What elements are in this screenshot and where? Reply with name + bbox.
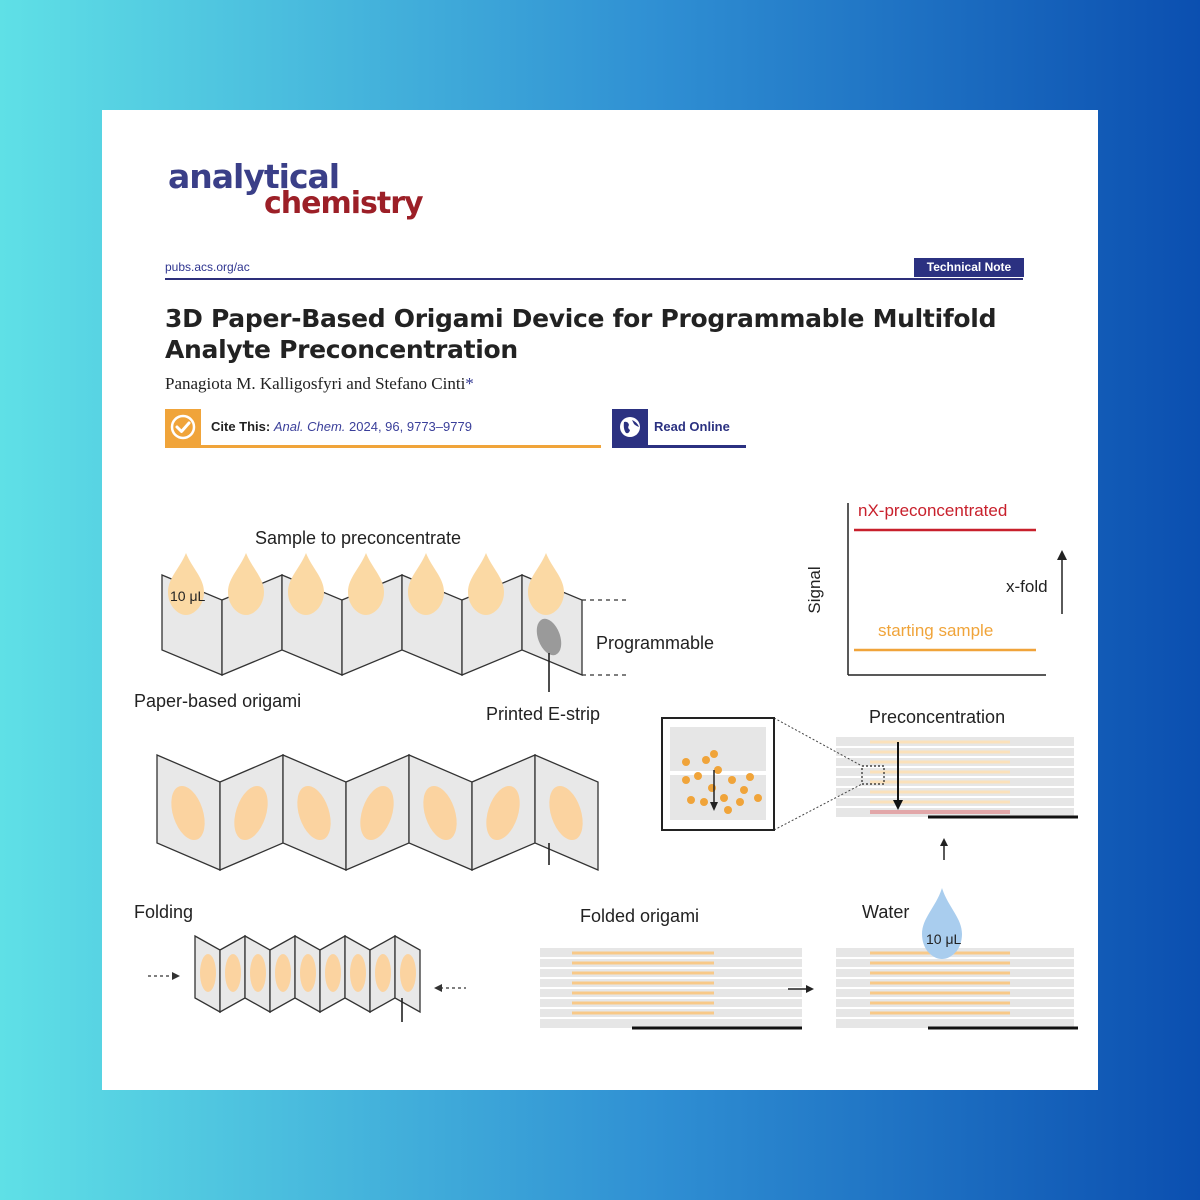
fold-label: x-fold (1006, 577, 1048, 596)
cite-this-button[interactable]: Cite This: Anal. Chem. 2024, 96, 9773–97… (165, 409, 601, 448)
sample-title: Sample to preconcentrate (255, 528, 461, 548)
corresponding-mark: * (465, 374, 474, 393)
logo-line-1: analytical (168, 157, 340, 196)
up-arrow-icon (940, 838, 948, 860)
cite-journal: Anal. Chem. (273, 419, 346, 434)
paper-card: analytical chemistry pubs.acs.org/ac Tec… (102, 110, 1098, 1090)
author-names: Panagiota M. Kalligosfyri and Stefano Ci… (165, 374, 466, 393)
water-label: Water (862, 902, 909, 922)
preconcentration-stack (773, 717, 1078, 831)
water-drop-icon (922, 888, 962, 959)
globe-icon (612, 409, 648, 445)
folded-stack (540, 948, 802, 1030)
read-online-label: Read Online (654, 419, 730, 434)
checkmark-icon (165, 409, 201, 445)
origami-folding (148, 934, 466, 1022)
sample-drops (168, 553, 564, 615)
folded-origami-label: Folded origami (580, 906, 699, 926)
section-badge: Technical Note (914, 258, 1024, 277)
cite-details: 2024, 96, 9773–9779 (349, 419, 472, 434)
read-online-button[interactable]: Read Online (612, 409, 746, 448)
cite-label: Cite This: (211, 419, 271, 434)
e-strip-label: Printed E-strip (486, 704, 600, 724)
programmable-label: Programmable (596, 633, 714, 653)
drop-volume-label: 10 μL (170, 588, 206, 604)
article-title: 3D Paper-Based Origami Device for Progra… (165, 304, 997, 364)
signal-axis-label: Signal (805, 566, 824, 613)
signal-plot (847, 503, 1067, 676)
origami-middle (156, 754, 599, 871)
cite-text: Cite This: Anal. Chem. 2024, 96, 9773–97… (211, 419, 472, 434)
water-volume-label: 10 μL (926, 931, 962, 947)
start-label: starting sample (878, 621, 993, 640)
graphical-abstract: Sample to preconcentrate 10 μL Programma… (134, 501, 1078, 1030)
logo-line-2: chemistry (264, 186, 424, 221)
nx-label: nX-preconcentrated (858, 501, 1007, 520)
preconcentration-label: Preconcentration (869, 707, 1005, 727)
header-rule (165, 278, 1023, 280)
author-line: Panagiota M. Kalligosfyri and Stefano Ci… (165, 374, 474, 394)
journal-url[interactable]: pubs.acs.org/ac (165, 260, 250, 274)
water-stack (836, 948, 1078, 1030)
paper-origami-label: Paper-based origami (134, 691, 301, 711)
right-arrow-icon (788, 985, 814, 993)
folding-label: Folding (134, 902, 193, 922)
zoom-inset (661, 717, 775, 831)
